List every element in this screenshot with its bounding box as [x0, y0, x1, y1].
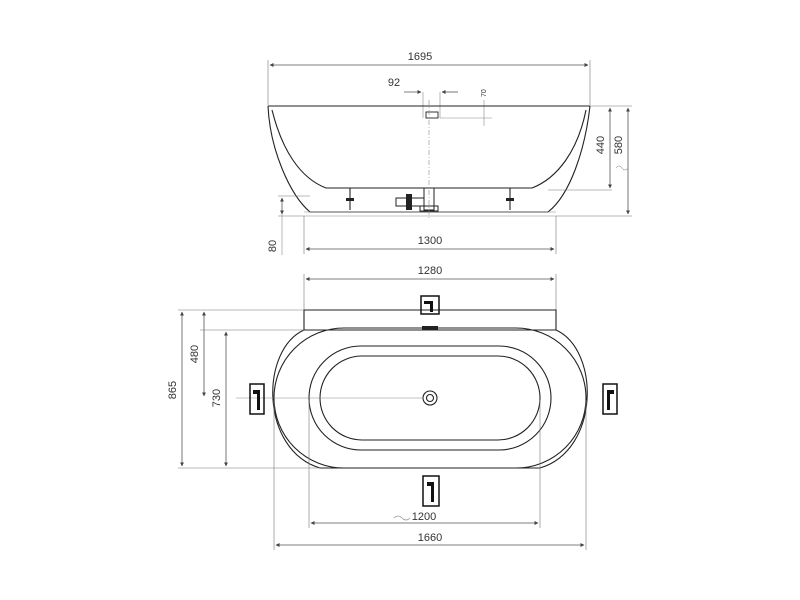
dim-height-total: 580	[613, 136, 625, 154]
faucet-icon	[420, 295, 440, 315]
dim-length-total-top: 1660	[418, 532, 442, 544]
dim-foot-height: 80	[267, 240, 279, 252]
dim-inner-top-width: 1280	[418, 265, 442, 277]
dim-inner-length: 1200	[412, 511, 436, 523]
dim-height-rim: 440	[595, 136, 607, 154]
overflow-fitting	[425, 111, 439, 119]
tub-foot-right	[506, 188, 514, 210]
approx-mark	[615, 165, 629, 171]
drain-outer	[422, 390, 438, 406]
dim-offset-480: 480	[189, 345, 201, 363]
drain-inner	[425, 393, 435, 403]
dim-length-total: 1695	[408, 51, 432, 63]
side-view: 1695 92 70	[267, 51, 632, 255]
faucet-icon	[422, 475, 440, 507]
dim-base-length: 1300	[418, 235, 442, 247]
faucet-icon	[249, 383, 265, 415]
dim-overflow: 70	[481, 89, 488, 97]
dim-width-total: 865	[167, 381, 179, 399]
drain-siphon	[395, 187, 439, 212]
dim-width-inner: 730	[211, 389, 223, 407]
faucet-icon	[602, 383, 618, 415]
top-view: 1280 865 480 730 1200 1660	[167, 265, 618, 550]
approx-mark-bottom	[393, 515, 411, 521]
overflow-top	[422, 326, 438, 330]
tub-foot-left	[346, 188, 354, 210]
dim-drain-offset: 92	[388, 77, 400, 89]
